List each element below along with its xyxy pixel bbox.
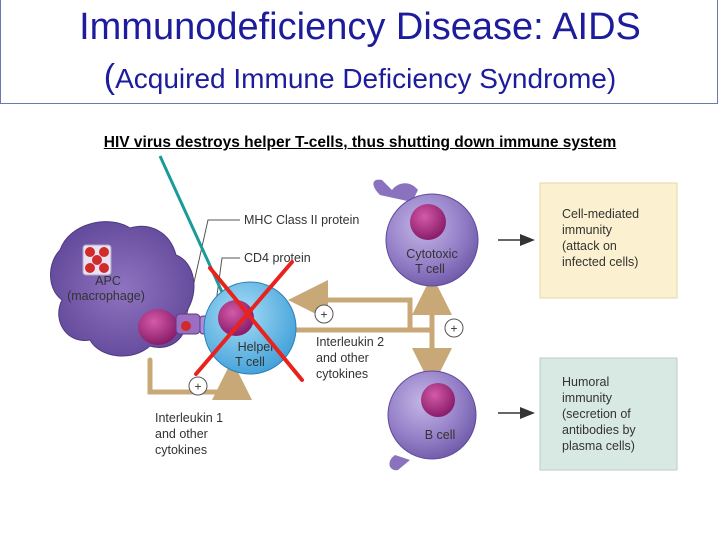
apc-macrophage: APC (macrophage) [50, 221, 217, 357]
il2-text: Interleukin 2 and other cytokines [316, 335, 384, 381]
humoral-line: immunity [562, 391, 613, 405]
il1-line: Interleukin 1 [155, 411, 223, 425]
cytotoxic-t-cell: Cytotoxic T cell [373, 179, 479, 287]
b-cell: B cell [387, 370, 477, 471]
apc-label: APC [95, 274, 121, 288]
il2-feedback-arrow [288, 280, 413, 333]
humoral-line: antibodies by [562, 423, 636, 437]
helper-label-sub: T cell [235, 355, 265, 369]
cell-mediated-line: infected cells) [562, 255, 638, 269]
cytotoxic-label-sub: T cell [415, 262, 445, 276]
il1-text: Interleukin 1 and other cytokines [155, 411, 223, 457]
cd4-leader [214, 257, 240, 311]
bcell-label: B cell [425, 428, 456, 442]
humoral-line: plasma cells) [562, 439, 635, 453]
page-title-subline: (Acquired Immune Deficiency Syndrome) [0, 58, 720, 97]
page-title: Immunodeficiency Disease: AIDS [79, 6, 641, 48]
title-open-paren: ( [103, 58, 116, 96]
il1-line: and other [155, 427, 208, 441]
il1-line: cytokines [155, 443, 207, 457]
cell-mediated-line: immunity [562, 223, 613, 237]
helper-label: Helper [238, 340, 275, 354]
slide-subtitle: HIV virus destroys helper T-cells, thus … [103, 134, 617, 151]
plus-icon-junction: + [450, 322, 457, 336]
cell-mediated-line: Cell-mediated [562, 207, 639, 221]
plus-icon-il1: + [194, 380, 201, 394]
destroyed-cross-icon [194, 260, 304, 382]
cell-mediated-line: (attack on [562, 239, 617, 253]
cytotoxic-receptor-icon [373, 179, 418, 202]
humoral-line: Humoral [562, 375, 609, 389]
apc-label-sub: (macrophage) [67, 289, 145, 303]
cell-mediated-box: Cell-mediated immunity (attack on infect… [539, 182, 678, 299]
b-cell-receptor-icon [389, 455, 410, 471]
il2-line: cytokines [316, 367, 368, 381]
antigen-peptide-icon [181, 321, 191, 331]
cd4-label: CD4 protein [244, 251, 311, 265]
plus-icon-il2: + [320, 308, 327, 322]
title-expansion: Acquired Immune Deficiency Syndrome) [115, 63, 617, 94]
helper-t-cell: Helper T cell [203, 281, 297, 375]
il2-line: and other [316, 351, 369, 365]
title-frame [0, 0, 718, 104]
il2-line: Interleukin 2 [316, 335, 384, 349]
mhc-label: MHC Class II protein [244, 213, 359, 227]
cytotoxic-label: Cytotoxic [406, 247, 457, 261]
humoral-box: Humoral immunity (secretion of antibodie… [539, 357, 678, 471]
plus-markers: + + + [188, 304, 464, 396]
cytokine-arrows [147, 275, 452, 400]
antigen-cluster-icon [82, 244, 112, 276]
humoral-line: (secretion of [562, 407, 631, 421]
